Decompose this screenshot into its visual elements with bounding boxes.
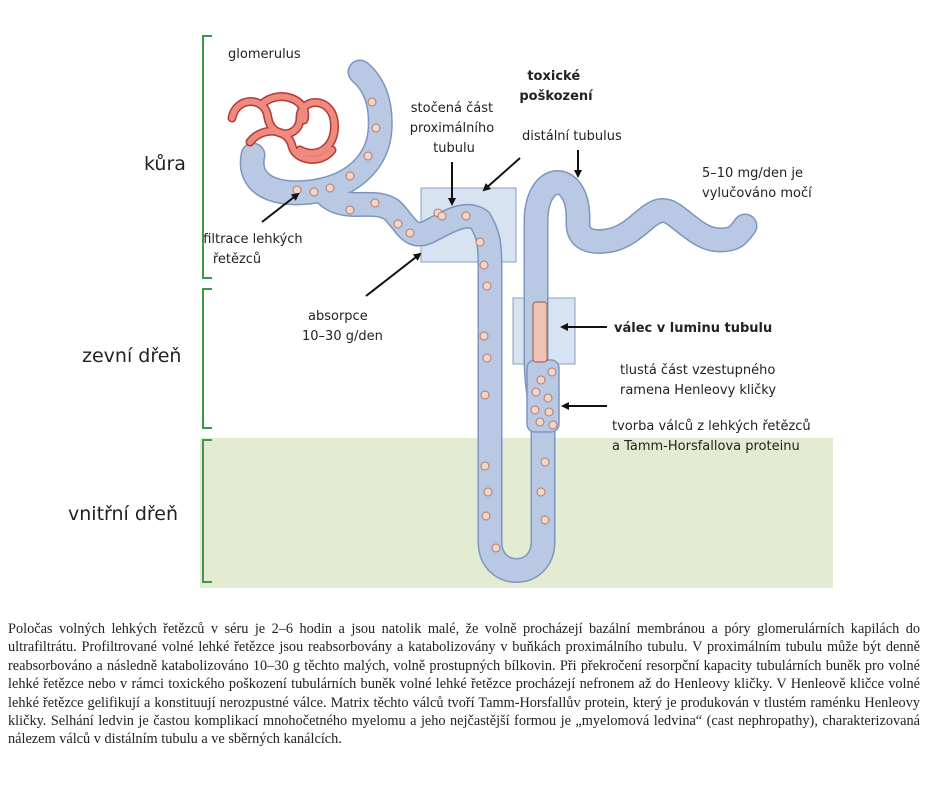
particle: [461, 211, 471, 221]
particle: [536, 375, 546, 385]
particle: [370, 198, 380, 208]
particle: [371, 123, 381, 133]
particle: [480, 461, 490, 471]
particle: [345, 171, 355, 181]
label-cast-formation: tvorba válců z lehkých řetězců a Tamm-Ho…: [612, 419, 815, 454]
label-excretion: 5–10 mg/den je vylučováno močí: [702, 166, 812, 201]
caption-text: Poločas volných lehkých řetězců v séru j…: [8, 621, 920, 748]
particle: [325, 183, 335, 193]
zone-brackets: [202, 35, 212, 583]
particle: [544, 407, 554, 417]
zone-label-inner-medulla: vnitřní dřeň: [68, 503, 178, 525]
particle: [482, 353, 492, 363]
particle: [292, 185, 302, 195]
particle: [475, 237, 485, 247]
particle: [531, 387, 541, 397]
particle: [548, 420, 558, 430]
particle: [309, 187, 319, 197]
inner-medulla-bracket: [202, 439, 212, 583]
particle: [540, 457, 550, 467]
particle: [540, 515, 550, 525]
annotation-arrows: [261, 150, 607, 410]
particle: [536, 487, 546, 497]
particle: [483, 487, 493, 497]
arrow-absorption: [365, 252, 422, 297]
particle: [482, 281, 492, 291]
label-proximal: stočená část proximálního tubulu: [410, 101, 499, 156]
particle: [481, 511, 491, 521]
particle: [479, 260, 489, 270]
cortex-bracket: [202, 35, 212, 279]
particle: [530, 405, 540, 415]
zone-label-cortex: kůra: [144, 153, 186, 175]
outer-medulla-bracket: [202, 288, 212, 429]
particle: [405, 228, 415, 238]
label-toxic: toxické poškození: [519, 69, 594, 104]
bowman-capsule-fill: [241, 61, 392, 204]
label-thick-ascending-limb: tlustá část vzestupného ramena Henleovy …: [620, 363, 779, 398]
label-distal: distální tubulus: [522, 129, 622, 144]
particle: [363, 151, 373, 161]
label-cast-in-lumen: válec v luminu tubulu: [614, 321, 772, 336]
particle: [491, 543, 501, 553]
particle: [543, 393, 553, 403]
nephron-diagram: kůra zevní dřeň vnitřní dřeň: [68, 35, 833, 588]
particle: [547, 367, 557, 377]
glomerulus-tuft: [227, 92, 339, 164]
particle: [393, 219, 403, 229]
label-absorption: absorpce 10–30 g/den: [302, 309, 383, 344]
particle: [480, 390, 490, 400]
particle: [479, 331, 489, 341]
label-glomerulus: glomerulus: [228, 47, 301, 62]
particle: [535, 417, 545, 427]
arrow-filtration: [261, 192, 300, 223]
particle: [367, 97, 377, 107]
light-chain-particles: [292, 97, 558, 553]
arrow-toxic: [482, 157, 521, 192]
cast-in-lumen: [532, 301, 548, 363]
figure-caption: Poločas volných lehkých řetězců v séru j…: [8, 620, 920, 749]
label-filtration: filtrace lehkých řetězců: [203, 232, 307, 267]
zone-label-outer-medulla: zevní dřeň: [82, 345, 181, 367]
particle: [437, 211, 447, 221]
particle: [345, 205, 355, 215]
